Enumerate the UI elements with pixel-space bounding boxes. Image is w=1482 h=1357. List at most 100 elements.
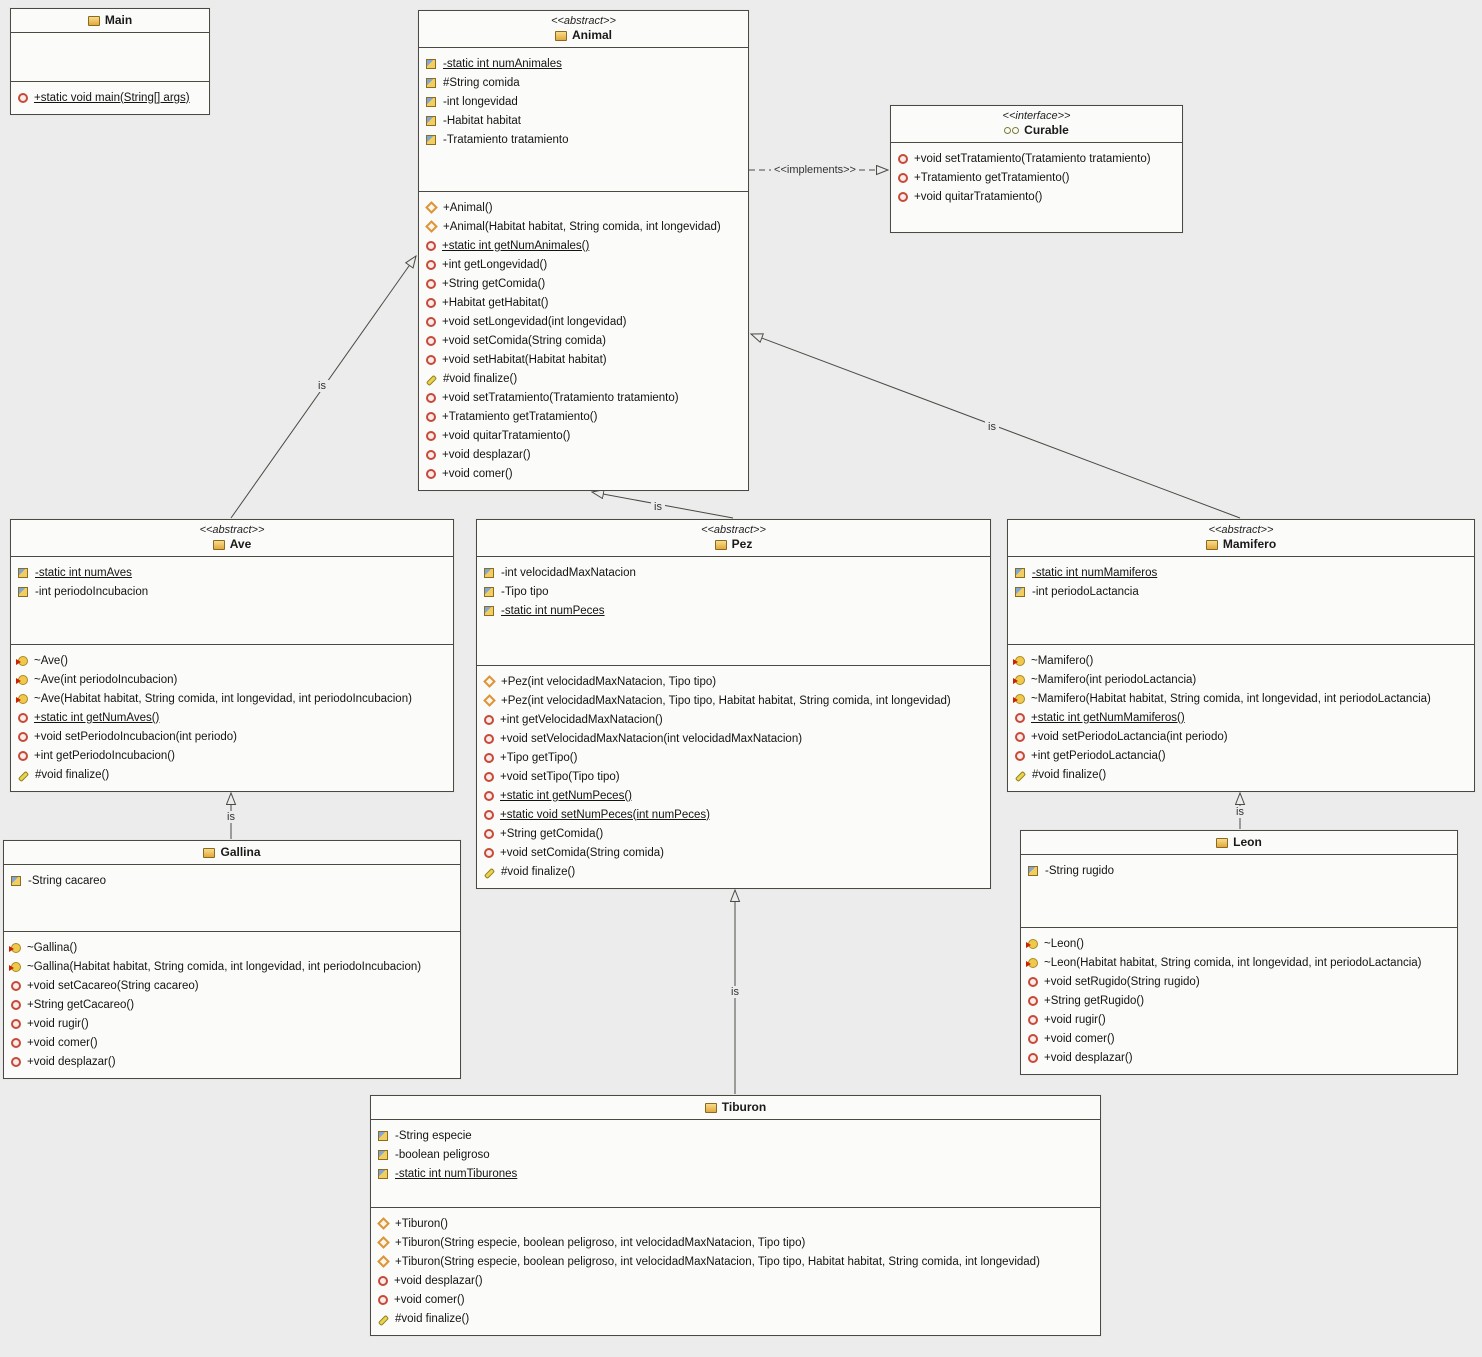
- interface-icon: [1004, 126, 1020, 135]
- method-row: +Animal(): [419, 198, 748, 217]
- member-text: +Pez(int velocidadMaxNatacion, Tipo tipo…: [501, 694, 951, 707]
- method-row: +void comer(): [371, 1290, 1100, 1309]
- method-row: +void desplazar(): [419, 445, 748, 464]
- protected-method-icon: [377, 1314, 390, 1326]
- class-header: <<abstract>> Animal: [419, 11, 748, 48]
- member-text: -static int numMamiferos: [1032, 566, 1158, 579]
- class-name: Main: [104, 13, 133, 27]
- member-text: +int getLongevidad(): [442, 258, 548, 271]
- method-row: +static int getNumAnimales(): [419, 236, 748, 255]
- method-row: +void setPeriodoIncubacion(int periodo): [11, 727, 453, 746]
- constructor-icon: [377, 1217, 390, 1230]
- method-row: +void comer(): [1021, 1029, 1457, 1048]
- class-stereotype: <<abstract>>: [701, 524, 766, 536]
- member-text: #void finalize(): [1032, 768, 1107, 781]
- member-text: +void rugir(): [27, 1017, 89, 1030]
- package-method-icon: [16, 675, 28, 685]
- public-method-icon: [898, 154, 908, 164]
- class-box-pez[interactable]: <<abstract>> Pez -int velocidadMaxNataci…: [476, 519, 991, 889]
- class-icon: [212, 539, 225, 550]
- methods-section: +Tiburon()+Tiburon(String especie, boole…: [371, 1208, 1100, 1335]
- field-icon: [1028, 866, 1038, 876]
- methods-section: +static void main(String[] args): [11, 82, 209, 114]
- member-text: +String getCacareo(): [27, 998, 135, 1011]
- field-icon: [1015, 587, 1025, 597]
- attribute-row: #String comida: [419, 73, 748, 92]
- member-text: ~Leon(): [1044, 937, 1084, 950]
- member-text: +void desplazar(): [442, 448, 531, 461]
- attributes-section: -static int numMamiferos -int periodoLact…: [1008, 557, 1474, 645]
- member-text: ~Mamifero(): [1031, 654, 1094, 667]
- package-method-icon: [1013, 675, 1025, 685]
- class-box-ave[interactable]: <<abstract>> Ave -static int numAves-int…: [10, 519, 454, 792]
- class-title-row: Leon: [1025, 835, 1453, 850]
- public-method-icon: [426, 431, 436, 441]
- protected-method-icon: [425, 374, 438, 386]
- field-icon: [426, 135, 436, 145]
- member-text: +void setTratamiento(Tratamiento tratami…: [914, 152, 1151, 165]
- method-row: ~Leon(Habitat habitat, String comida, in…: [1021, 953, 1457, 972]
- attribute-row: -static int numMamiferos: [1008, 563, 1474, 582]
- method-row: +Animal(Habitat habitat, String comida, …: [419, 217, 748, 236]
- public-method-icon: [18, 93, 28, 103]
- class-box-curable[interactable]: <<interface>> Curable +void setTratamien…: [890, 105, 1183, 233]
- package-method-icon: [9, 943, 21, 953]
- class-box-leon[interactable]: Leon -String rugido ~Leon() ~Leon(Habitat…: [1020, 830, 1458, 1075]
- public-method-icon: [11, 1019, 21, 1029]
- public-method-icon: [1028, 1034, 1038, 1044]
- class-title-row: Curable: [895, 123, 1178, 138]
- public-method-icon: [378, 1276, 388, 1286]
- member-text: +void setComida(String comida): [442, 334, 606, 347]
- field-icon: [484, 568, 494, 578]
- attribute-row: -String cacareo: [4, 871, 460, 890]
- member-text: -String cacareo: [28, 874, 106, 887]
- protected-method-icon: [483, 867, 496, 879]
- member-text: -static int numAnimales: [443, 57, 562, 70]
- public-method-icon: [898, 173, 908, 183]
- public-method-icon: [426, 450, 436, 460]
- package-method-icon: [9, 962, 21, 972]
- method-row: +int getLongevidad(): [419, 255, 748, 274]
- member-text: +int getPeriodoIncubacion(): [34, 749, 175, 762]
- package-method-icon: [1026, 958, 1038, 968]
- public-method-icon: [426, 317, 436, 327]
- field-icon: [426, 78, 436, 88]
- method-row: +String getRugido(): [1021, 991, 1457, 1010]
- member-text: +int getVelocidadMaxNatacion(): [500, 713, 663, 726]
- public-method-icon: [11, 1038, 21, 1048]
- class-icon: [554, 30, 567, 41]
- edge-label: is: [651, 501, 665, 513]
- member-text: +Animal(Habitat habitat, String comida, …: [443, 220, 721, 233]
- method-row: ~Mamifero(int periodoLactancia): [1008, 670, 1474, 689]
- class-icon: [704, 1102, 717, 1113]
- class-box-gallina[interactable]: Gallina -String cacareo ~Gallina()~Galli…: [3, 840, 461, 1079]
- edge-label: <<implements>>: [771, 164, 859, 176]
- attribute-row: -static int numPeces: [477, 601, 990, 620]
- member-text: +static int getNumPeces(): [500, 789, 632, 802]
- method-row: #void finalize(): [419, 369, 748, 388]
- method-row: +Pez(int velocidadMaxNatacion, Tipo tipo…: [477, 672, 990, 691]
- class-name: Pez: [731, 537, 753, 551]
- class-box-tiburon[interactable]: Tiburon -String especie-boolean peligros…: [370, 1095, 1101, 1336]
- member-text: +Tiburon(String especie, boolean peligro…: [395, 1255, 1040, 1268]
- class-box-main[interactable]: Main +static void main(String[] args): [10, 8, 210, 115]
- edge-label: is: [224, 811, 238, 823]
- member-text: +static int getNumAnimales(): [442, 239, 590, 252]
- member-text: +void desplazar(): [1044, 1051, 1133, 1064]
- member-text: +void desplazar(): [394, 1274, 483, 1287]
- member-text: +void comer(): [27, 1036, 98, 1049]
- member-text: +Tratamiento getTratamiento(): [442, 410, 598, 423]
- class-name: Ave: [229, 537, 252, 551]
- protected-method-icon: [17, 770, 30, 782]
- method-row: +void quitarTratamiento(): [419, 426, 748, 445]
- attribute-row: -int periodoLactancia: [1008, 582, 1474, 601]
- member-text: +Habitat getHabitat(): [442, 296, 549, 309]
- public-method-icon: [484, 829, 494, 839]
- method-row: ~Ave(Habitat habitat, String comida, int…: [11, 689, 453, 708]
- public-method-icon: [426, 469, 436, 479]
- field-icon: [18, 587, 28, 597]
- class-box-animal[interactable]: <<abstract>> Animal -static int numAnima…: [418, 10, 749, 491]
- attribute-row: -String rugido: [1021, 861, 1457, 880]
- class-box-mamifero[interactable]: <<abstract>> Mamifero -static int numMam…: [1007, 519, 1475, 792]
- member-text: -String rugido: [1045, 864, 1115, 877]
